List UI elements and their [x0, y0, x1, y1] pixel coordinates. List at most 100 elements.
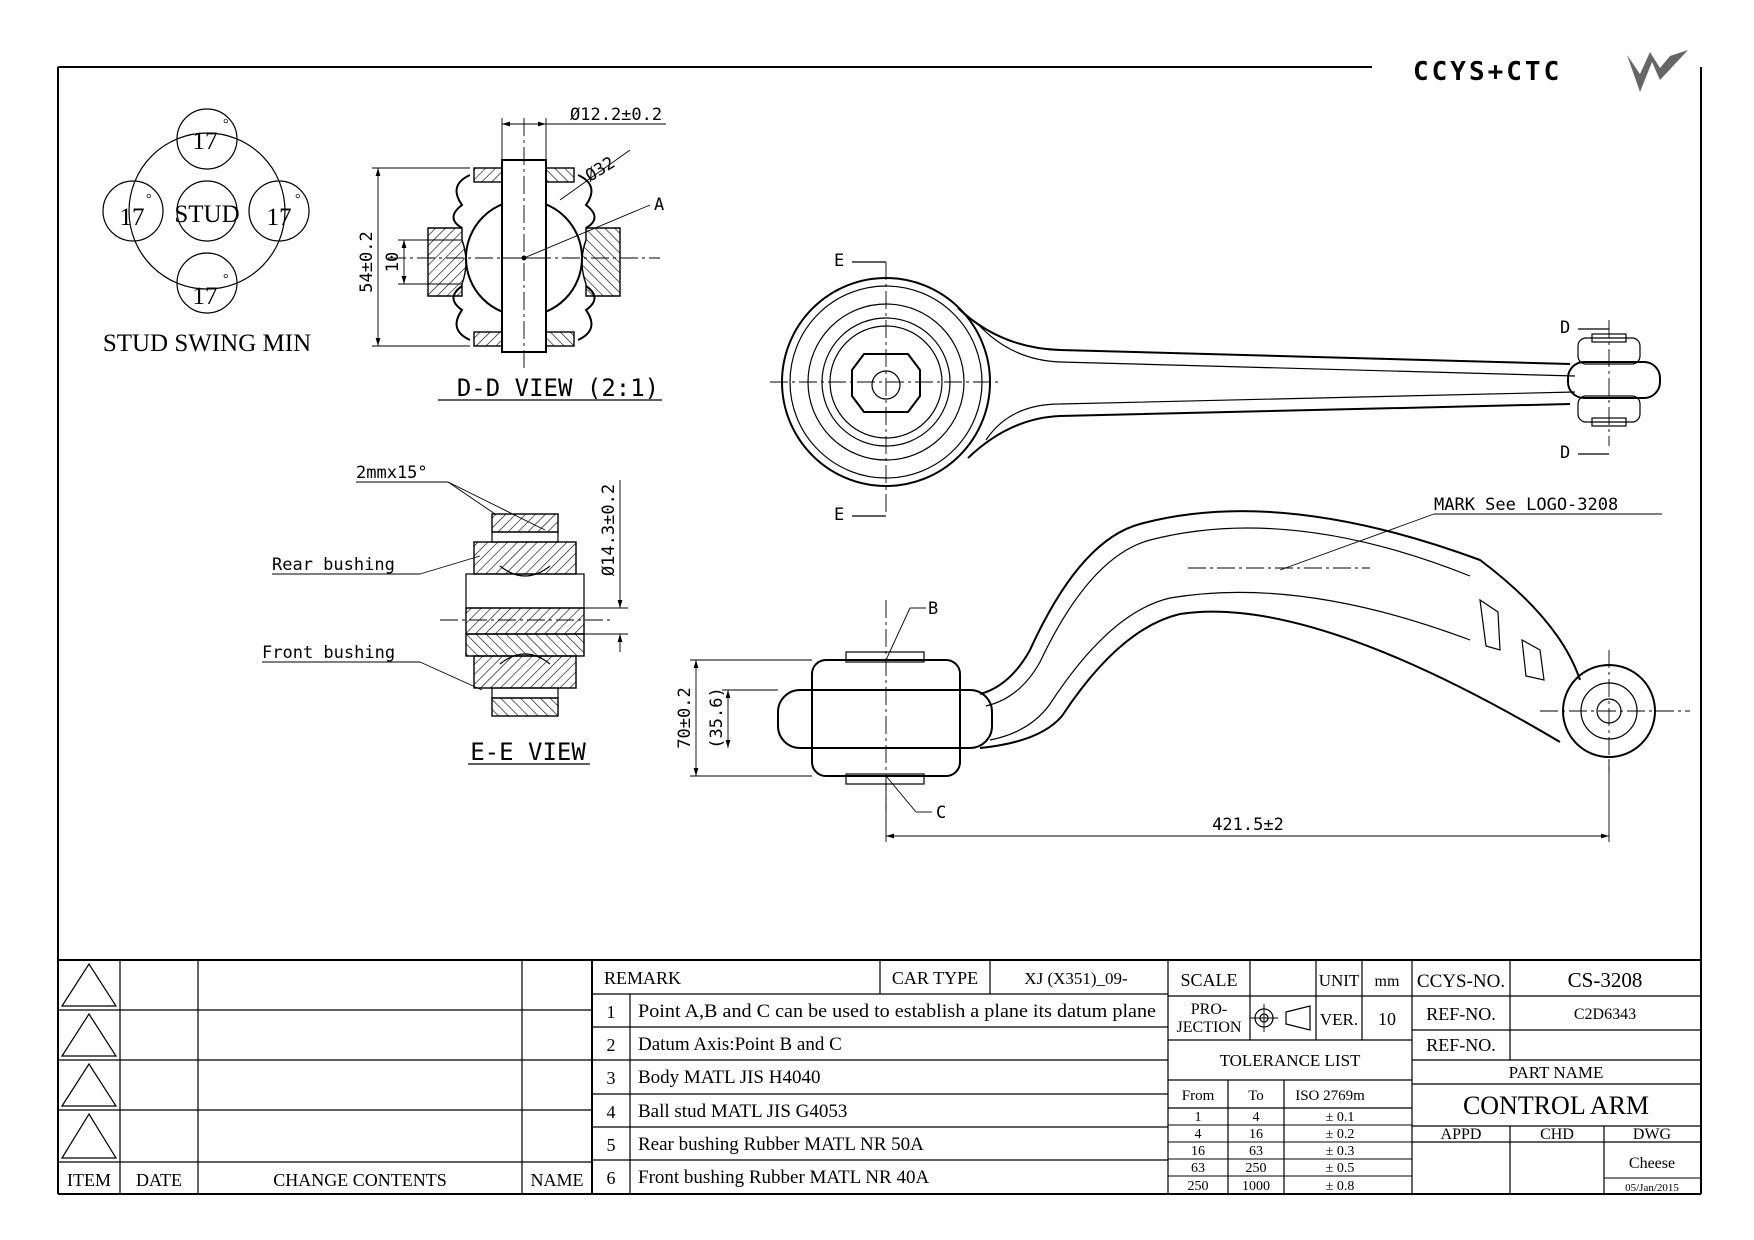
ccys-no-value: CS-3208 [1568, 968, 1643, 992]
tol-to: 4 [1253, 1110, 1260, 1125]
tol-to: 63 [1249, 1144, 1263, 1159]
dd-dim-inner: 10 [383, 252, 403, 272]
label-b: B [928, 599, 938, 619]
remark-text: Body MATL JIS H4040 [638, 1067, 820, 1088]
part-name-value: CONTROL ARM [1463, 1091, 1649, 1120]
remark-no: 4 [607, 1102, 616, 1122]
stud-angle-right: 17 [267, 204, 292, 231]
sheet-border [57, 66, 1702, 1195]
projection-label: JECTION [1177, 1019, 1242, 1036]
tol-to: 250 [1246, 1161, 1267, 1176]
revision-triangle-icon [60, 962, 118, 1007]
arm-top-view: E E D D [770, 251, 1661, 525]
side-dim-length: 421.5±2 [1212, 815, 1284, 835]
remark-text: Ball stud MATL JIS G4053 [638, 1101, 847, 1122]
brand-logo: CCYS+CTC [1413, 50, 1688, 92]
arm-side-view: MARK See LOGO-3208 B C 70±0.2 (35.6) 421… [675, 495, 1690, 842]
remark-no: 1 [607, 1002, 616, 1022]
tolerance-title: TOLERANCE LIST [1220, 1051, 1361, 1070]
appd-label: APPD [1441, 1126, 1482, 1143]
remark-no: 2 [607, 1035, 616, 1055]
remark-no: 6 [607, 1168, 616, 1188]
section-d-bottom: D [1560, 443, 1570, 463]
car-type-value: XJ (X351)_09- [1024, 969, 1128, 988]
mark-note: MARK See LOGO-3208 [1434, 495, 1618, 515]
label-c: C [936, 803, 946, 823]
stud-swing-caption: STUD SWING MIN [103, 330, 311, 357]
stud-label: STUD [174, 201, 239, 228]
remarks-table: REMARK CAR TYPE XJ (X351)_09- 1 Point A,… [591, 960, 1168, 1194]
ee-chamfer-note: 2mmx15° [356, 463, 428, 483]
dd-view-title: D-D VIEW (2:1) [457, 374, 659, 402]
revision-triangle-icon [60, 1062, 118, 1107]
tol-value: ± 0.8 [1326, 1179, 1355, 1194]
tol-from: 250 [1188, 1179, 1209, 1194]
degree-mark: ° [223, 117, 229, 132]
remark-no: 5 [607, 1135, 616, 1155]
first-angle-projection-icon [1250, 1004, 1311, 1032]
section-d-top: D [1560, 318, 1570, 338]
dd-label-a: A [654, 195, 664, 215]
tol-value: ± 0.5 [1326, 1161, 1355, 1176]
degree-mark: ° [146, 192, 152, 207]
tol-value: ± 0.1 [1326, 1110, 1355, 1125]
remark-header: REMARK [604, 968, 681, 988]
revision-table: ITEM DATE CHANGE CONTENTS NAME [58, 959, 1701, 1194]
unit-label: UNIT [1319, 971, 1360, 990]
tol-from: 1 [1195, 1110, 1202, 1125]
dwg-label: DWG [1633, 1126, 1672, 1143]
degree-mark: ° [223, 272, 229, 287]
rev-header-change: CHANGE CONTENTS [273, 1170, 447, 1190]
section-e-top: E [834, 251, 844, 271]
tol-to: 1000 [1242, 1179, 1270, 1194]
rev-header-date: DATE [136, 1170, 182, 1190]
drawer-name: Cheese [1629, 1155, 1675, 1172]
dd-dim-pin-dia: Ø12.2±0.2 [570, 105, 662, 125]
remark-no: 3 [607, 1068, 616, 1088]
tol-from: 16 [1191, 1144, 1205, 1159]
tol-from: 63 [1191, 1161, 1205, 1176]
drawing-date: 05/Jan/2015 [1625, 1182, 1679, 1194]
section-e-bottom: E [834, 505, 844, 525]
stud-angle-bottom: 17 [193, 283, 218, 310]
part-name-label: PART NAME [1509, 1063, 1604, 1082]
version-value: 10 [1378, 1009, 1396, 1029]
tol-from: 4 [1195, 1127, 1202, 1142]
side-dim-ref-height: (35.6) [707, 687, 727, 748]
remark-text: Datum Axis:Point B and C [638, 1034, 842, 1055]
degree-mark: ° [295, 192, 301, 207]
chd-label: CHD [1540, 1126, 1574, 1143]
scale-label: SCALE [1180, 970, 1237, 990]
tol-header: To [1248, 1088, 1264, 1104]
ref-no-value-1: C2D6343 [1574, 1006, 1636, 1023]
ee-section-view: 2mmx15° Rear bushing Front bushing Ø14.3… [262, 463, 628, 766]
tol-to: 16 [1249, 1127, 1263, 1142]
dd-section-view: Ø12.2±0.2 Ø32 A 54±0.2 10 D-D VIEW (2:1) [357, 105, 666, 402]
tol-header: From [1182, 1088, 1215, 1104]
tol-header: ISO 2769m [1295, 1088, 1365, 1104]
remark-text: Point A,B and C can be used to establish… [638, 1001, 1156, 1022]
rev-header-item: ITEM [67, 1170, 111, 1190]
spec-block: SCALE UNIT mm PRO- JECTION VER. 10 TOLER… [1167, 960, 1413, 1194]
revision-triangle-icon [60, 1112, 118, 1159]
ccys-no-label: CCYS-NO. [1417, 971, 1505, 992]
ee-rear-bushing-label: Rear bushing [272, 555, 395, 575]
car-type-label: CAR TYPE [892, 968, 978, 988]
ee-view-title: E-E VIEW [470, 738, 586, 766]
rev-header-name: NAME [531, 1170, 584, 1190]
stud-swing-diagram: STUD 17 17 17 17 ° ° ° ° STUD SWING MIN [102, 108, 311, 357]
tol-value: ± 0.2 [1326, 1127, 1355, 1142]
projection-label: PRO- [1191, 1001, 1227, 1018]
remark-text: Rear bushing Rubber MATL NR 50A [638, 1134, 924, 1155]
stud-angle-top: 17 [193, 128, 218, 155]
title-block: CCYS-NO. CS-3208 REF-NO. C2D6343 REF-NO.… [1412, 960, 1701, 1194]
version-label: VER. [1320, 1010, 1358, 1029]
ee-front-bushing-label: Front bushing [262, 643, 395, 663]
brand-logo-text: CCYS+CTC [1413, 57, 1562, 87]
side-dim-height: 70±0.2 [675, 687, 695, 748]
stud-angle-left: 17 [120, 204, 145, 231]
ee-dim-dia: Ø14.3±0.2 [599, 484, 619, 576]
unit-value: mm [1375, 973, 1400, 990]
ref-no-label-2: REF-NO. [1426, 1035, 1496, 1055]
